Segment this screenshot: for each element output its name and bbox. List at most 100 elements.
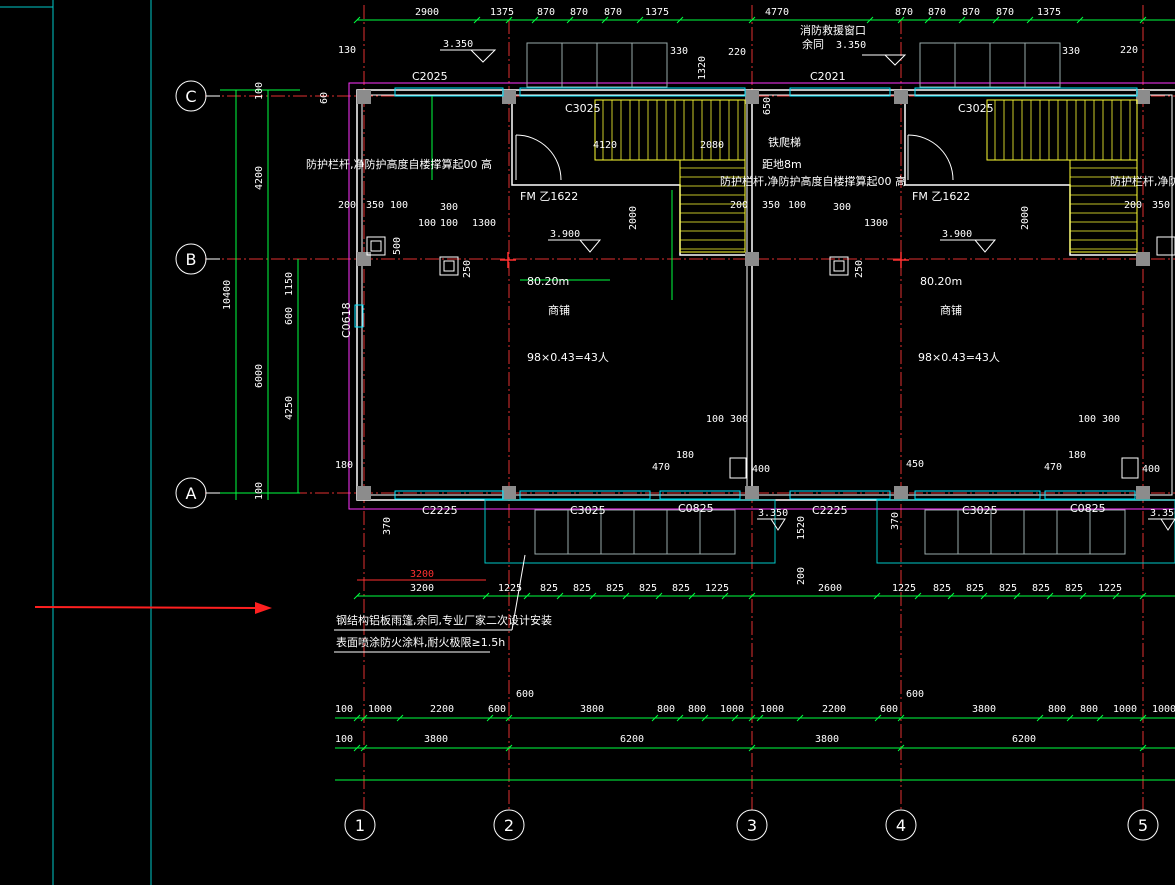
svg-text:200: 200 (338, 200, 356, 211)
svg-text:3.350: 3.350 (1150, 508, 1175, 519)
svg-text:80.20m: 80.20m (920, 275, 962, 288)
axis-bubbles (175, 80, 1159, 841)
svg-text:100: 100 (440, 218, 458, 229)
svg-text:C2225: C2225 (422, 504, 458, 517)
axis-label-4: 4 (896, 816, 906, 835)
svg-text:370: 370 (382, 517, 393, 535)
axis-label-3: 3 (747, 816, 757, 835)
dimension-lines (220, 19, 1175, 781)
window-labels: C2025 C2021 C3025 C3025 C2225 C2225 C302… (340, 70, 1106, 517)
svg-text:470: 470 (1044, 462, 1062, 473)
svg-text:C0618: C0618 (340, 302, 353, 338)
svg-text:100: 100 (1078, 414, 1096, 425)
svg-text:2080: 2080 (700, 140, 724, 151)
dimension-ticks (353, 16, 1147, 752)
red-point-markers (500, 252, 909, 268)
svg-text:825: 825 (639, 583, 657, 594)
walls (356, 89, 1175, 501)
svg-text:3800: 3800 (972, 704, 996, 715)
svg-text:870: 870 (996, 7, 1014, 18)
svg-text:825: 825 (933, 583, 951, 594)
viewport-frame-lines (0, 0, 152, 885)
svg-text:1000: 1000 (760, 704, 784, 715)
canopy-outlines (484, 499, 1175, 564)
svg-text:825: 825 (999, 583, 1017, 594)
svg-text:防护栏杆,净防护高度自楼撑算起00 高: 防护栏杆,净防护高度自楼撑算起00 高 (1110, 174, 1175, 188)
svg-text:1300: 1300 (472, 218, 496, 229)
svg-text:C3025: C3025 (958, 102, 994, 115)
svg-text:350: 350 (762, 200, 780, 211)
left-dimension-labels: 10400 4200 6000 100 100 1150 600 4250 60… (222, 45, 356, 500)
svg-text:4250: 4250 (284, 396, 295, 420)
svg-text:1375: 1375 (1037, 7, 1061, 18)
svg-text:3.350: 3.350 (836, 40, 866, 51)
red-selected-dimension: 3200 (357, 569, 486, 581)
svg-text:300: 300 (1102, 414, 1120, 425)
axis-label-5: 5 (1138, 816, 1148, 835)
svg-text:6200: 6200 (1012, 734, 1036, 745)
svg-text:200: 200 (796, 567, 807, 585)
svg-text:3800: 3800 (424, 734, 448, 745)
svg-text:100: 100 (335, 704, 353, 715)
notes: 消防救援窗口 余同 铁爬梯 距地8m 防护栏杆,净防护高度自楼撑算起00 高 防… (306, 23, 1175, 649)
svg-text:100: 100 (254, 82, 265, 100)
svg-text:450: 450 (906, 459, 924, 470)
svg-text:100: 100 (706, 414, 724, 425)
svg-text:130: 130 (338, 45, 356, 56)
svg-text:870: 870 (895, 7, 913, 18)
svg-text:300: 300 (440, 202, 458, 213)
svg-text:4200: 4200 (254, 166, 265, 190)
svg-text:800: 800 (1048, 704, 1066, 715)
svg-text:600: 600 (880, 704, 898, 715)
svg-text:商铺: 商铺 (940, 303, 962, 317)
axis-label-B: B (186, 250, 197, 269)
svg-text:4770: 4770 (765, 7, 789, 18)
svg-text:防护栏杆,净防护高度自楼撑算起00 高: 防护栏杆,净防护高度自楼撑算起00 高 (306, 157, 492, 171)
svg-text:470: 470 (652, 462, 670, 473)
magenta-outline (348, 82, 1175, 510)
svg-text:3.900: 3.900 (942, 229, 972, 240)
svg-text:3200: 3200 (410, 583, 434, 594)
svg-text:1000: 1000 (720, 704, 744, 715)
stair-treads (602, 100, 1137, 250)
svg-text:400: 400 (752, 464, 770, 475)
svg-text:FM 乙1622: FM 乙1622 (520, 190, 578, 203)
svg-text:800: 800 (688, 704, 706, 715)
svg-text:FM 乙1622: FM 乙1622 (912, 190, 970, 203)
svg-text:防护栏杆,净防护高度自楼撑算起00 高: 防护栏杆,净防护高度自楼撑算起00 高 (720, 174, 906, 188)
svg-text:消防救援窗口: 消防救援窗口 (800, 23, 866, 37)
svg-text:500: 500 (392, 237, 403, 255)
fixtures (366, 236, 1175, 479)
svg-text:C3025: C3025 (962, 504, 998, 517)
svg-text:98×0.43=43人: 98×0.43=43人 (527, 351, 609, 364)
dimension-row-2: 100 3800 6200 3800 6200 (335, 734, 1036, 745)
svg-text:870: 870 (928, 7, 946, 18)
svg-text:3.350: 3.350 (758, 508, 788, 519)
svg-text:825: 825 (672, 583, 690, 594)
level-labels: 3.350 3.900 3.900 3.350 3.350 3.350 (443, 39, 1175, 519)
svg-text:60: 60 (319, 92, 330, 104)
bay-dimension-labels: 3200 1225 825 825 825 825 825 1225 2600 … (410, 583, 1122, 594)
svg-text:250: 250 (462, 260, 473, 278)
svg-text:600: 600 (906, 689, 924, 700)
svg-text:800: 800 (657, 704, 675, 715)
svg-text:180: 180 (1068, 450, 1086, 461)
windows (354, 87, 1138, 500)
svg-text:330: 330 (1062, 46, 1080, 57)
svg-text:C3025: C3025 (565, 102, 601, 115)
doors (515, 134, 954, 181)
svg-text:1375: 1375 (645, 7, 669, 18)
svg-text:200: 200 (730, 200, 748, 211)
axis-label-2: 2 (504, 816, 514, 835)
svg-text:3.350: 3.350 (443, 39, 473, 50)
top-dimension-labels: 2900 1375 870 870 870 1375 4770 870 870 … (415, 7, 1061, 18)
axis-label-A: A (186, 484, 197, 503)
svg-text:C2025: C2025 (412, 70, 448, 83)
svg-text:2200: 2200 (822, 704, 846, 715)
svg-text:250: 250 (854, 260, 865, 278)
svg-text:1300: 1300 (864, 218, 888, 229)
axis-label-C: C (185, 87, 196, 106)
svg-text:600: 600 (284, 307, 295, 325)
svg-text:6200: 6200 (620, 734, 644, 745)
